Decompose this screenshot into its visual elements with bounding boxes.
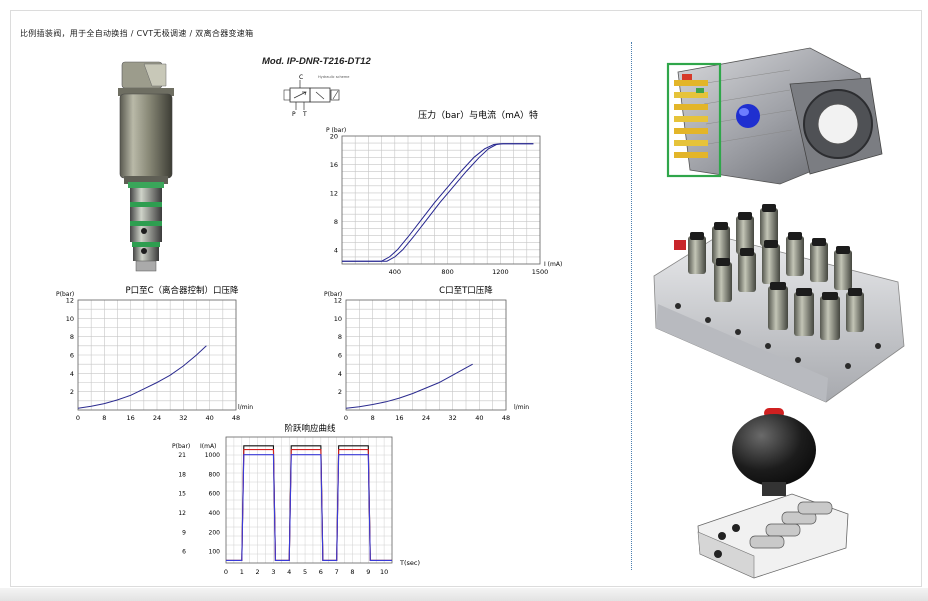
x-axis-label: l/min xyxy=(238,404,253,411)
plot-frame xyxy=(77,299,237,411)
x-tick-label: 7 xyxy=(335,568,339,576)
y-tick-label: 6 xyxy=(182,549,186,556)
y-tick-label: 400 xyxy=(209,510,221,517)
model-number: Mod. IP-DNR-T216-DT12 xyxy=(262,56,371,67)
y-tick-label: 2 xyxy=(70,388,74,396)
x-tick-label: 24 xyxy=(422,414,430,422)
accumulator-valve-block-image xyxy=(697,408,849,579)
y-axis-label: P(bar) xyxy=(56,291,74,298)
plot-frame xyxy=(345,299,507,411)
x-tick-label: 8 xyxy=(371,414,375,422)
schematic-label-p: P xyxy=(292,111,296,118)
y-tick-label: 4 xyxy=(70,370,74,378)
transmission-housing-image xyxy=(666,47,883,185)
x-tick-label: 32 xyxy=(449,414,457,422)
series-line xyxy=(77,345,207,409)
x-tick-label: 9 xyxy=(366,568,370,576)
plot-frame xyxy=(341,135,541,265)
y-tick-label: 100 xyxy=(209,549,221,556)
column-divider xyxy=(631,42,632,570)
series-line-current xyxy=(226,445,392,562)
y-axis-label-right: I(mA) xyxy=(200,443,216,450)
y-tick-label: 12 xyxy=(66,297,74,305)
series-line-pressure-red xyxy=(226,449,392,562)
y-tick-label: 4 xyxy=(334,246,338,254)
y-tick-label: 18 xyxy=(178,471,186,478)
x-tick-label: 5 xyxy=(303,568,307,576)
series-line xyxy=(345,363,473,409)
x-tick-label: 3 xyxy=(271,568,275,576)
y-tick-label: 10 xyxy=(334,315,342,323)
x-tick-label: 24 xyxy=(153,414,161,422)
x-tick-label: 0 xyxy=(224,568,228,576)
y-tick-label: 6 xyxy=(338,352,342,360)
x-tick-label: 400 xyxy=(389,268,401,276)
x-tick-label: 40 xyxy=(206,414,214,422)
y-tick-label: 12 xyxy=(178,510,186,517)
x-axis-label: I (mA) xyxy=(544,261,562,268)
y-tick-label: 4 xyxy=(338,370,342,378)
x-tick-label: 1200 xyxy=(492,268,509,276)
plot-frame xyxy=(225,436,393,564)
x-tick-label: 10 xyxy=(380,568,388,576)
y-tick-label: 16 xyxy=(330,161,338,169)
x-tick-label: 800 xyxy=(441,268,453,276)
y-tick-label: 10 xyxy=(66,315,74,323)
y-tick-label: 1000 xyxy=(205,452,220,459)
schematic-caption: Hydraulic scheme xyxy=(318,75,349,79)
x-axis-label: l/min xyxy=(514,404,529,411)
x-axis-label: T(sec) xyxy=(399,559,420,567)
document-title: 比例插装阀，用于全自动换挡 / CVT无极调速 / 双离合器变速箱 xyxy=(20,29,254,38)
valve-block-manifold-image xyxy=(653,204,905,403)
y-tick-label: 6 xyxy=(70,352,74,360)
series-line xyxy=(342,143,534,262)
series-line-pressure-blue xyxy=(226,454,392,562)
y-tick-label: 8 xyxy=(338,333,342,341)
y-tick-label: 21 xyxy=(178,452,186,459)
chart-title: 压力（bar）与电流（mA）特 xyxy=(418,109,538,121)
page-shadow xyxy=(0,588,928,601)
y-tick-label: 9 xyxy=(182,529,186,536)
y-tick-label: 12 xyxy=(334,297,342,305)
chart-title: P口至C（离合器控制）口压降 xyxy=(125,285,239,296)
y-tick-label: 200 xyxy=(209,529,221,536)
valve-cartridge-image xyxy=(118,61,174,272)
schematic-label-c: C xyxy=(299,74,303,81)
x-tick-label: 48 xyxy=(502,414,510,422)
x-tick-label: 16 xyxy=(127,414,135,422)
x-tick-label: 0 xyxy=(76,414,80,422)
step-response-chart: 阶跃响应曲线P(bar)I(mA)T(sec)21181512961000800… xyxy=(172,423,420,576)
y-tick-label: 8 xyxy=(70,333,74,341)
x-tick-label: 2 xyxy=(256,568,260,576)
y-tick-label: 12 xyxy=(330,189,338,197)
y-tick-label: 20 xyxy=(330,133,338,141)
y-axis-label: P(bar) xyxy=(172,443,190,450)
y-tick-label: 8 xyxy=(334,218,338,226)
x-tick-label: 8 xyxy=(350,568,354,576)
chart-title: 阶跃响应曲线 xyxy=(284,423,336,434)
x-tick-label: 48 xyxy=(232,414,240,422)
y-tick-label: 600 xyxy=(209,491,221,498)
hydraulic-schematic: C P T Hydraulic scheme xyxy=(283,74,349,118)
x-tick-label: 0 xyxy=(344,414,348,422)
series-line xyxy=(342,143,534,262)
chart-title: C口至T口压降 xyxy=(439,285,493,296)
x-tick-label: 8 xyxy=(102,414,106,422)
x-tick-label: 1 xyxy=(240,568,244,576)
x-tick-label: 6 xyxy=(319,568,323,576)
schematic-label-t: T xyxy=(302,111,307,118)
y-axis-label: P (bar) xyxy=(326,127,346,134)
x-tick-label: 1500 xyxy=(532,268,549,276)
x-tick-label: 40 xyxy=(475,414,483,422)
pressure-current-chart: 400 800 1200 1500 4 8 12 16 20 压力（bar）与电流（mA）特 P (… xyxy=(326,109,562,276)
y-axis-label: P(bar) xyxy=(324,291,342,298)
x-tick-label: 32 xyxy=(179,414,187,422)
y-tick-label: 800 xyxy=(209,471,221,478)
y-tick-label: 15 xyxy=(178,491,186,498)
x-tick-label: 16 xyxy=(395,414,403,422)
x-tick-label: 4 xyxy=(287,568,291,576)
y-tick-label: 2 xyxy=(338,388,342,396)
